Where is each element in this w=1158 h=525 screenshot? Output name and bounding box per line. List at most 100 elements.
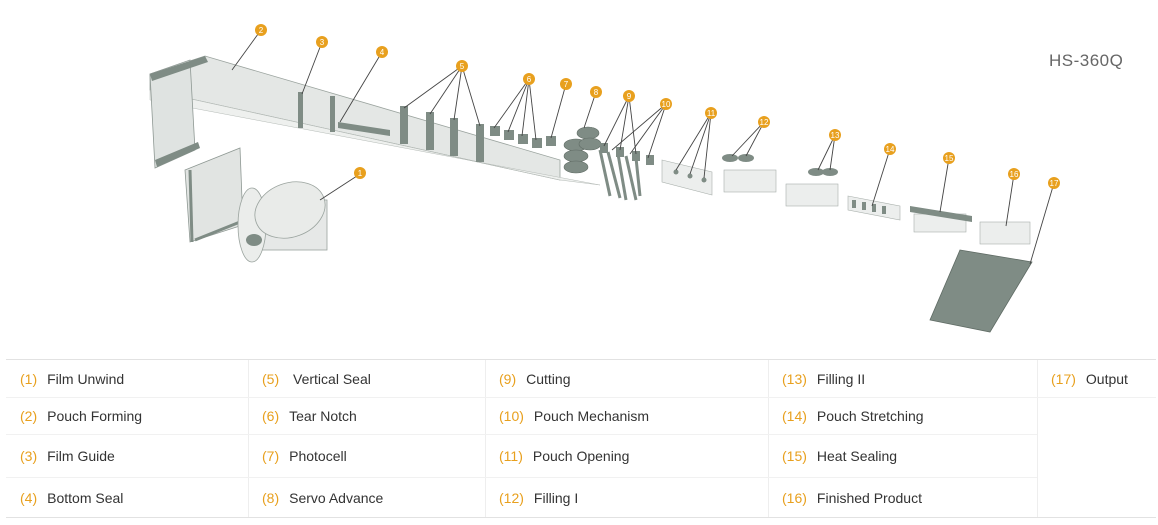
callout-badge — [660, 98, 672, 110]
output-chute — [929, 249, 1033, 333]
legend-number: (3) — [20, 448, 38, 464]
callout-number: 5 — [460, 62, 465, 71]
pouch-stretching — [847, 195, 901, 221]
callout-number: 11 — [707, 109, 716, 118]
legend-column: (9) Cutting (10) Pouch Mechanism (11) Pouch O… — [485, 360, 769, 517]
callout-badge — [623, 90, 635, 102]
legend-column: (5) Vertical Seal(6)Tear Notch(7)Photoce… — [248, 360, 486, 517]
callout-badge — [255, 24, 267, 36]
cutting-heads — [600, 143, 654, 165]
callout-badge — [523, 73, 535, 85]
legend-number: (2) — [20, 408, 38, 424]
legend-item: (13) Filling II — [768, 360, 1037, 398]
model-label: HS-360Q — [1049, 51, 1124, 70]
legend-label: Servo Advance — [289, 489, 384, 506]
callout-badge — [456, 60, 468, 72]
film-guide — [298, 92, 303, 128]
leader-lines — [231, 29, 1055, 265]
forming-lower-panel — [184, 147, 244, 243]
vertical-seals — [400, 106, 484, 162]
legend-number: (12) — [499, 489, 524, 506]
forming-bottom-bar — [155, 142, 200, 167]
film-roll — [237, 181, 328, 263]
legend-item: (12) Filling I — [485, 478, 768, 517]
legend-column: (13) Filling II (14)Pouch Stretching(15)He… — [768, 360, 1038, 517]
callout-badge — [1048, 177, 1060, 189]
legend-item: (11) Pouch Opening — [485, 435, 768, 478]
callout-number: 8 — [594, 88, 599, 97]
legend-item: (4)Bottom Seal — [6, 478, 248, 517]
legend-label: Pouch Opening — [532, 448, 630, 464]
callout-badge — [354, 167, 366, 179]
legend-item: (8) Servo Advance — [248, 478, 485, 517]
legend-item: (2) Pouch Forming — [6, 398, 248, 435]
callout-number: 9 — [627, 92, 632, 101]
legend-number: (6) — [262, 408, 280, 424]
legend-item: (6)Tear Notch — [248, 398, 485, 435]
callout-number: 3 — [320, 38, 325, 47]
callout-badge — [884, 143, 896, 155]
legend-label: Film Unwind — [47, 370, 125, 387]
legend-number: (11) — [499, 448, 523, 464]
legend-item: (1)Film Unwind — [6, 360, 248, 398]
bottom-seal — [338, 122, 390, 136]
legend-label: Heat Sealing — [816, 448, 898, 464]
legend-table: (1)Film Unwind (2) Pouch Forming (3) Film Gu… — [6, 359, 1156, 518]
legend-item: (3) Film Guide — [6, 435, 248, 478]
legend-label: Filling I — [533, 489, 579, 506]
legend-label: Pouch Forming — [47, 408, 143, 424]
filling-one — [722, 154, 777, 193]
legend-number: (9) — [499, 370, 517, 387]
forming-top-bar — [150, 56, 208, 81]
legend-item: (15)Heat Sealing — [768, 435, 1037, 478]
callout-badge — [560, 78, 572, 90]
forming-lower-edge-2 — [194, 220, 241, 242]
legend-label: Pouch Mechanism — [533, 408, 650, 424]
photocell — [546, 136, 556, 146]
filling-two — [785, 168, 839, 207]
legend-number: (16) — [782, 489, 807, 506]
tear-notch-units — [490, 126, 542, 148]
legend-column: (17)Output — [1037, 360, 1156, 517]
servo-rollers — [563, 126, 602, 174]
legend-label: Pouch Stretching — [816, 408, 924, 424]
callout-badge — [705, 107, 717, 119]
legend-number: (10) — [499, 408, 524, 424]
legend-number: (8) — [262, 489, 280, 506]
callout-number: 6 — [527, 75, 532, 84]
forming-lower-edge — [188, 169, 194, 243]
pouch-mechanism — [598, 149, 642, 201]
legend-label: Cutting — [526, 370, 571, 387]
legend-item: (5) Vertical Seal — [248, 360, 485, 398]
bottom-seal-post — [330, 96, 335, 132]
legend-label: Photocell — [289, 448, 347, 464]
legend-label: Bottom Seal — [47, 489, 124, 506]
legend-number: (13) — [782, 370, 807, 387]
callout-number: 16 — [1010, 170, 1019, 179]
callout-number: 2 — [259, 26, 264, 35]
legend-item: (14)Pouch Stretching — [768, 398, 1037, 435]
legend-column: (1)Film Unwind (2) Pouch Forming (3) Film Gu… — [6, 360, 249, 517]
callout-badge — [316, 36, 328, 48]
legend-number: (17) — [1051, 370, 1076, 387]
film-strip-lower — [149, 89, 601, 186]
legend-item: (9) Cutting — [485, 360, 768, 398]
legend-label: Filling II — [816, 370, 866, 387]
callout-badge — [590, 86, 602, 98]
legend-label: Vertical Seal — [289, 370, 371, 387]
callout-badge — [376, 46, 388, 58]
legend-item: (7)Photocell — [248, 435, 485, 478]
callout-number: 14 — [886, 145, 895, 154]
callout-badge — [1008, 168, 1020, 180]
callout-badge — [829, 129, 841, 141]
callout-number: 12 — [760, 118, 769, 127]
callout-number: 1 — [358, 169, 363, 178]
callout-number: 7 — [564, 80, 569, 89]
legend-item: (16)Finished Product — [768, 478, 1037, 517]
heat-sealing — [910, 206, 972, 233]
pouch-opening — [661, 159, 713, 196]
callout-number: 15 — [945, 154, 954, 163]
legend-label: Film Guide — [47, 448, 115, 464]
